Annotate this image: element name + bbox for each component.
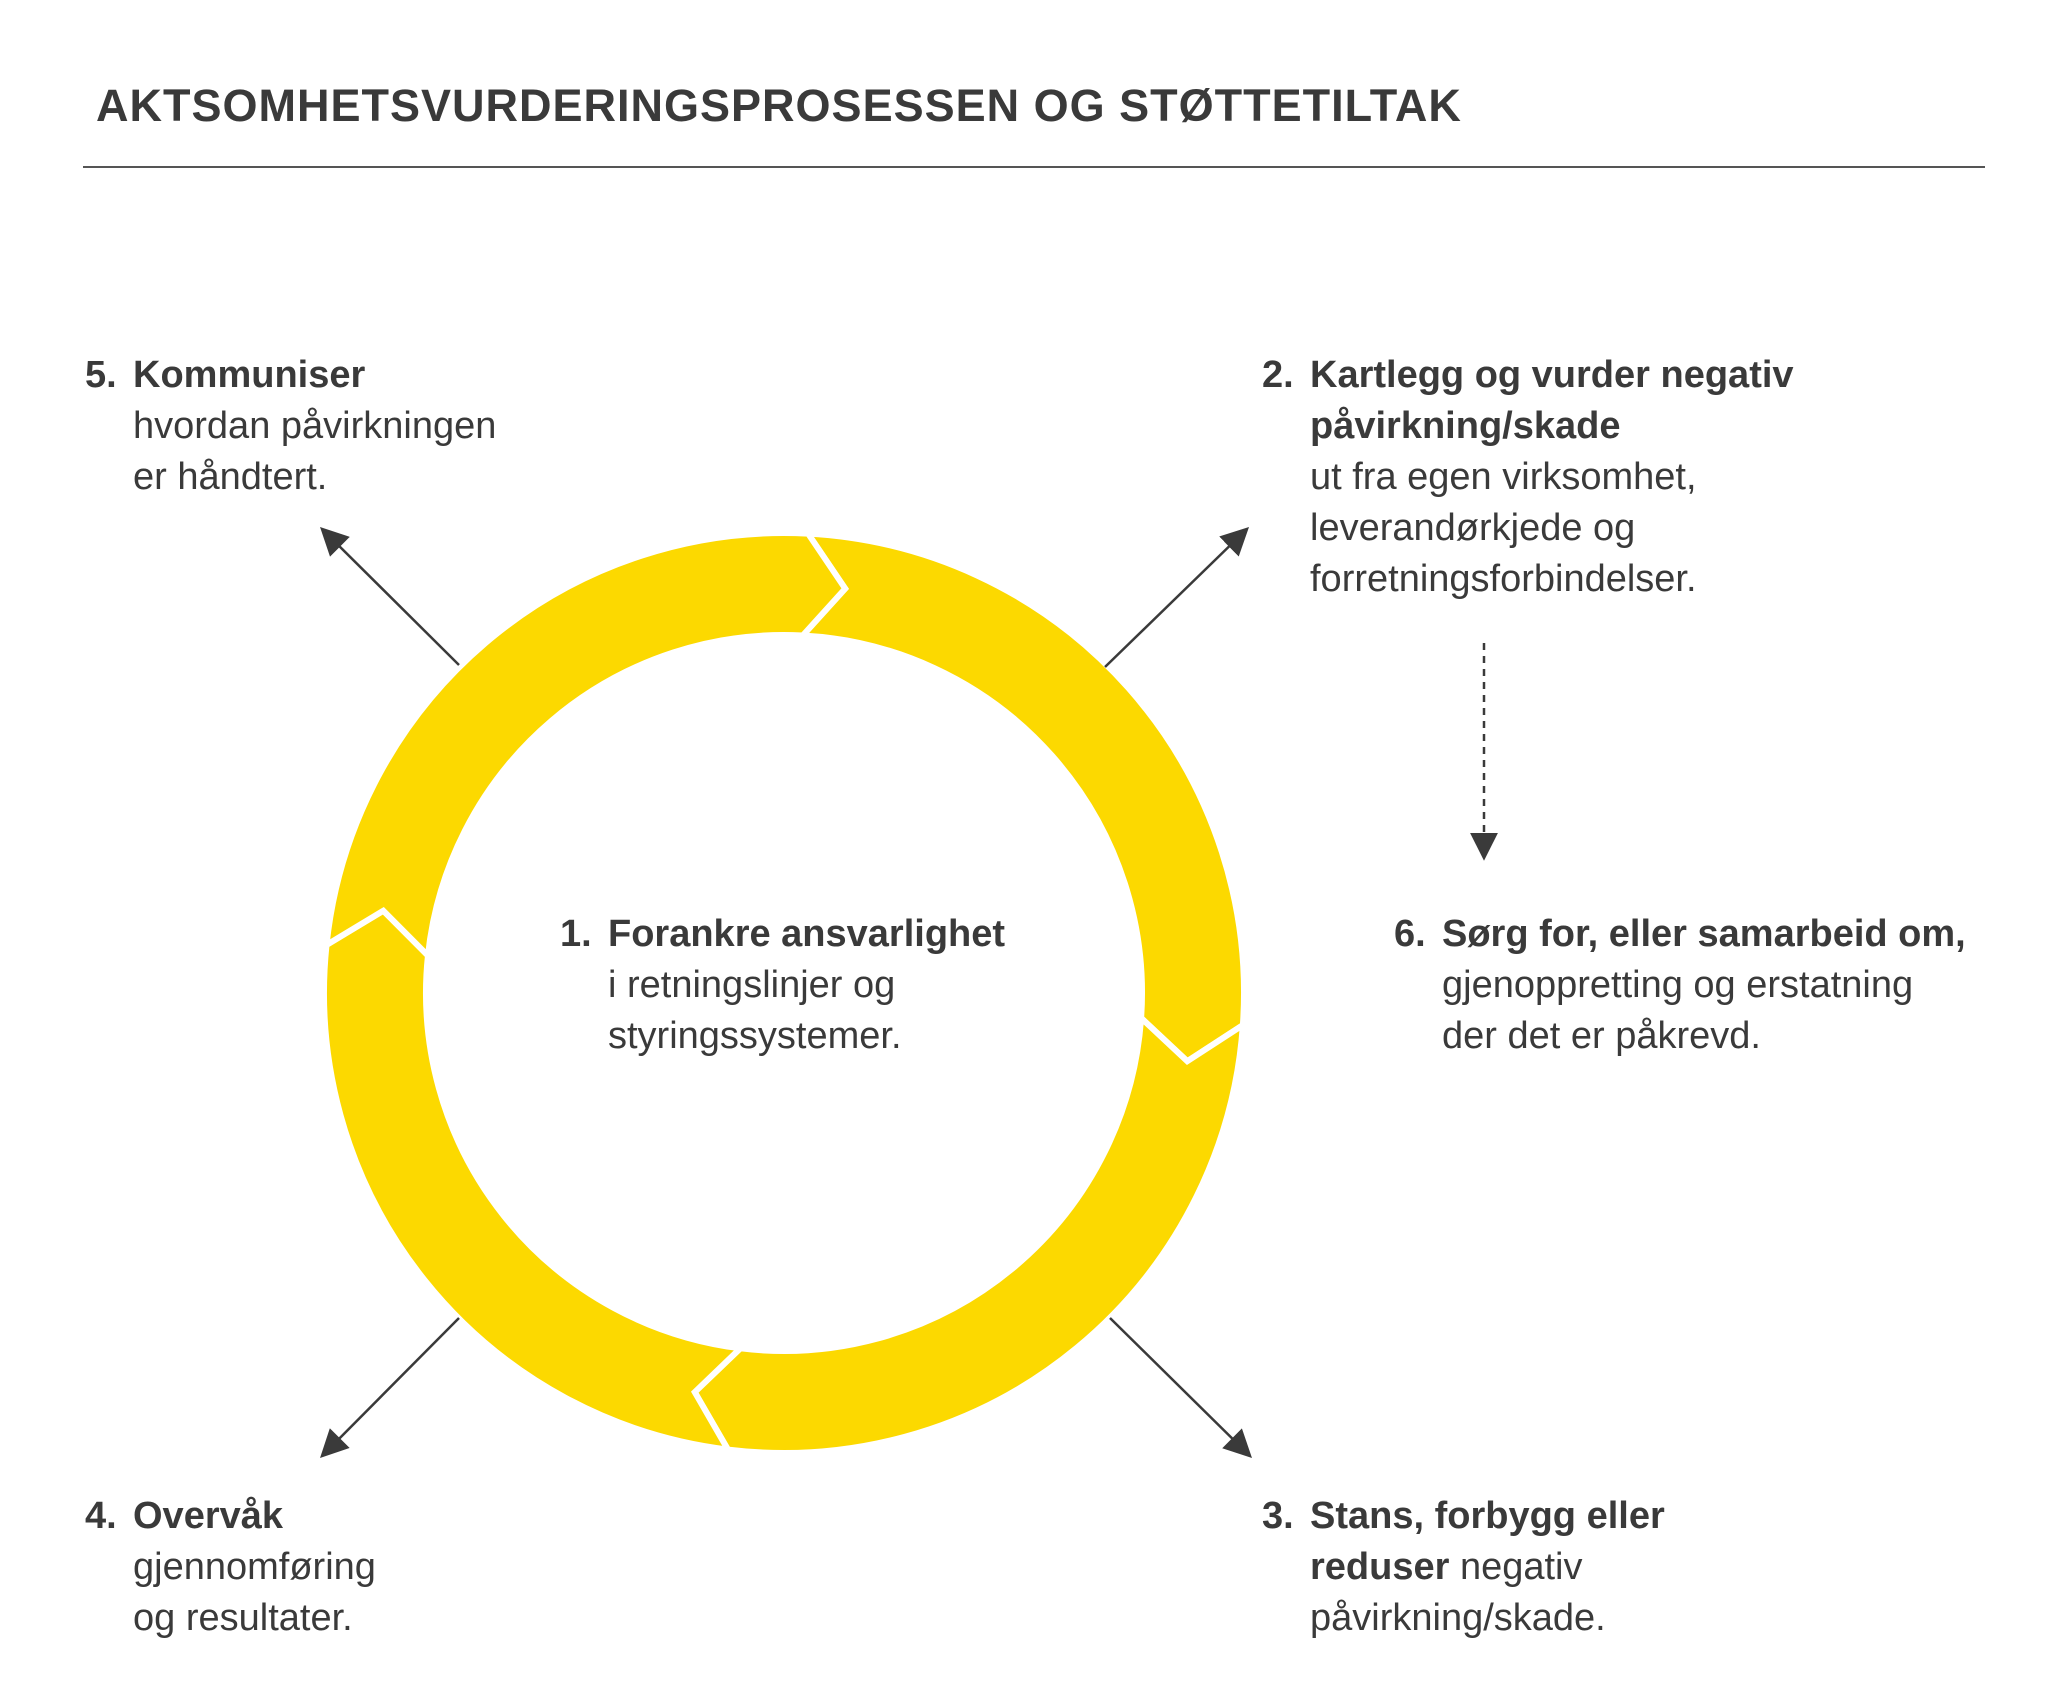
step-5-heading: Kommuniser (133, 354, 366, 396)
step-5-body-line-2: er håndtert. (133, 456, 328, 498)
step-2-body-line-3: forretningsforbindelser. (1310, 558, 1697, 600)
step-6-heading: Sørg for, eller samarbeid om, (1442, 913, 1966, 955)
step-2-body-line-2: leverandørkjede og (1310, 507, 1636, 549)
step-6-body-line-2: der det er påkrevd. (1442, 1015, 1761, 1057)
ring-segment-top-left (322, 530, 849, 963)
step-3-body-inline: negativ (1449, 1546, 1583, 1588)
step-4-body-line-2: og resultater. (133, 1597, 353, 1639)
step-6-number: 6. (1394, 913, 1426, 955)
page-title: AKTSOMHETSVURDERINGSPROSESSEN OG STØTTET… (96, 80, 1462, 131)
step-1-heading: Forankre ansvarlighet (608, 913, 1006, 955)
ring-segment-bottom-right (690, 1011, 1247, 1456)
step-2: 2. Kartlegg og vurder negativ påvirkning… (1262, 350, 1794, 605)
step-3-heading: Stans, forbygg eller (1310, 1495, 1665, 1537)
step-4: 4. Overvåk gjennomføring og resultater. (85, 1491, 376, 1644)
arrow-to-step-5 (320, 527, 460, 666)
step-6: 6. Sørg for, eller samarbeid om, gjenopp… (1394, 909, 1966, 1062)
step-2-heading-line-1: Kartlegg og vurder negativ (1310, 354, 1794, 396)
step-1-number: 1. (560, 913, 592, 955)
step-2-number: 2. (1262, 354, 1294, 396)
arrow-to-step-3 (1109, 1317, 1252, 1458)
step-3: 3. Stans, forbygg eller reduser negativ … (1262, 1491, 1665, 1644)
step-2-body-line-1: ut fra egen virksomhet, (1310, 456, 1697, 498)
arrow-to-step-2 (1104, 527, 1250, 668)
step-1: 1. Forankre ansvarlighet i retningslinje… (560, 909, 1006, 1062)
step-2-heading-line-2: påvirkning/skade (1310, 405, 1621, 447)
step-5-number: 5. (85, 354, 117, 396)
step-1-body-line-1: i retningslinjer og (608, 964, 896, 1006)
step-4-body-line-1: gjennomføring (133, 1546, 376, 1588)
title-divider (83, 166, 1985, 168)
arrow-to-step-4 (320, 1317, 460, 1458)
step-4-number: 4. (85, 1495, 117, 1537)
step-6-body-line-1: gjenoppretting og erstatning (1442, 964, 1914, 1006)
step-3-body-line-1: påvirkning/skade. (1310, 1597, 1606, 1639)
step-5-body-line-1: hvordan påvirkningen (133, 405, 497, 447)
step-3-number: 3. (1262, 1495, 1294, 1537)
step-5: 5. Kommuniser hvordan påvirkningen er hå… (85, 350, 497, 503)
step-4-heading: Overvåk (133, 1495, 284, 1537)
cycle-ring (321, 530, 1247, 1456)
step-3-heading-continued: reduser (1310, 1546, 1450, 1588)
step-1-body-line-2: styringssystemer. (608, 1015, 902, 1057)
